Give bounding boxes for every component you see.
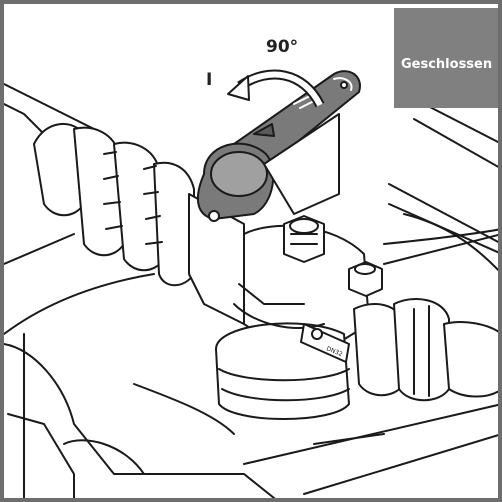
rotation-arrow-icon [227,69,325,108]
drain-plug [348,261,383,297]
position-marker-label: I [206,70,213,90]
rotation-angle-label: 90° [266,37,299,57]
valve-nameplate: DN32 [300,323,350,363]
valve-stem-nut [283,215,325,263]
status-label-closed: Geschlossen [394,8,498,108]
right-union-coupling [353,298,498,402]
pump-housing [4,103,276,498]
valve-lever-handle [196,70,361,222]
top-cover [4,83,498,495]
valve-illustration: DN32 [4,69,498,498]
lever-mount-bracket [263,113,340,215]
valve-body [188,193,370,420]
left-union-coupling [33,123,195,287]
